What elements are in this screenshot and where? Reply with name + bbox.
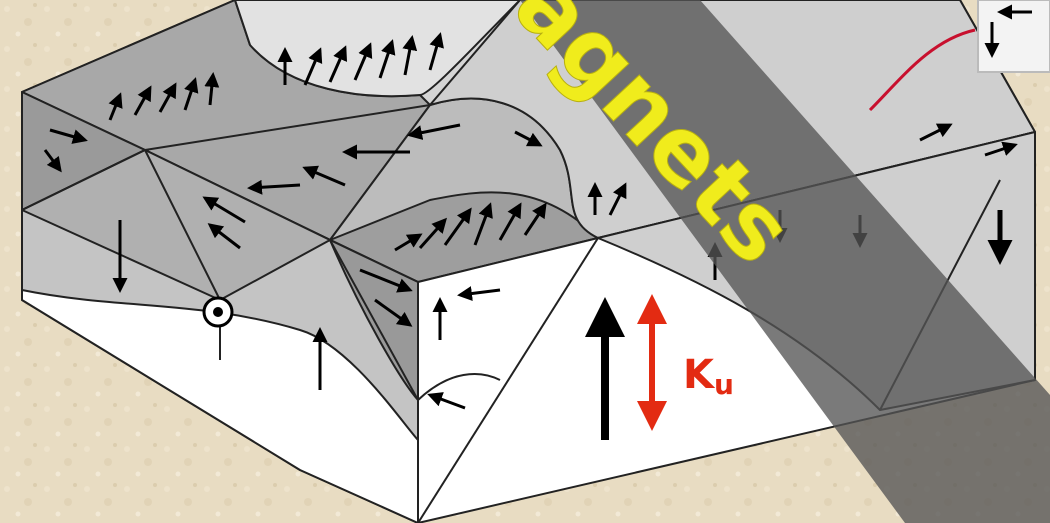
inset-box [978,0,1050,72]
dot-in-circle-icon [204,298,232,326]
